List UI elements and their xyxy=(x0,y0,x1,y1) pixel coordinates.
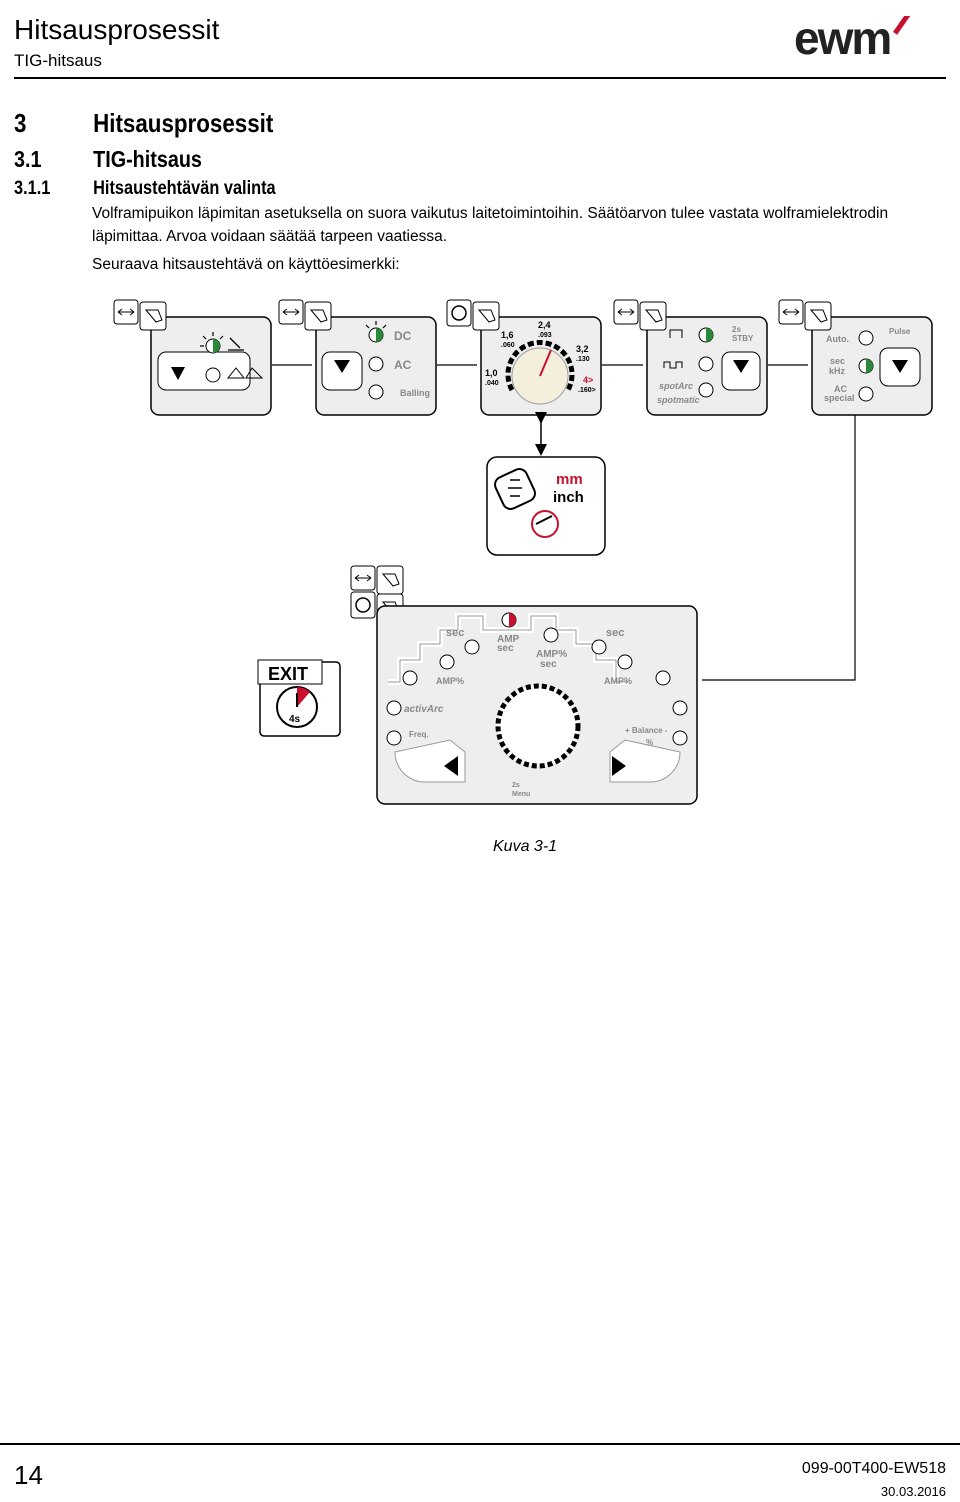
footer-rule xyxy=(0,1443,960,1445)
svg-text:2s: 2s xyxy=(512,782,520,789)
svg-text:.160>: .160> xyxy=(578,387,596,394)
document-id: 099-00T400-EW518 xyxy=(801,1460,946,1477)
body-paragraph-1: Volframipuikon läpimitan asetuksella on … xyxy=(92,205,889,245)
svg-text:Auto.: Auto. xyxy=(826,334,849,344)
exit-box: EXIT 4s xyxy=(257,659,341,737)
unit-panel: mm inch xyxy=(486,456,606,556)
exit-label: EXIT xyxy=(268,664,308,684)
svg-text:Pulse: Pulse xyxy=(889,327,911,336)
svg-text:special: special xyxy=(824,393,855,403)
header-title: Hitsausprosessit xyxy=(14,14,220,45)
ac-label: AC xyxy=(394,358,412,372)
svg-text:kHz: kHz xyxy=(829,366,846,376)
panel-5: Auto. Pulse sec kHz AC special xyxy=(811,316,933,416)
page-number: 14 xyxy=(14,1460,43,1490)
nav-icons-1 xyxy=(113,299,167,331)
logo-text: ewm xyxy=(794,16,890,60)
main-control-panel: sec sec AMP sec AMP% AMP% sec AMP% activ… xyxy=(376,605,698,805)
svg-text:%: % xyxy=(646,738,653,747)
svg-text:STBY: STBY xyxy=(732,334,754,343)
svg-text:spotmatic: spotmatic xyxy=(657,395,700,405)
svg-text:sec: sec xyxy=(446,627,464,639)
nav-icons-5 xyxy=(778,299,832,331)
svg-text:2s: 2s xyxy=(732,325,741,334)
unit-mm: mm xyxy=(556,471,583,488)
header-subtitle: TIG-hitsaus xyxy=(14,51,102,70)
svg-text:AMP: AMP xyxy=(497,634,520,645)
nav-icons-4 xyxy=(613,299,667,331)
nav-icons-3 xyxy=(446,299,500,331)
svg-text:AMP%: AMP% xyxy=(604,676,632,686)
svg-text:.093: .093 xyxy=(538,332,552,339)
panel-1 xyxy=(150,316,272,416)
connector xyxy=(702,415,856,681)
electrode-dial-panel: 1,6 .060 2,4 .093 3,2 .130 1,0 .040 4> .… xyxy=(480,316,602,416)
svg-text:.130: .130 xyxy=(576,356,590,363)
exit-time: 4s xyxy=(289,714,301,725)
header-rule xyxy=(14,77,946,79)
svg-text:AC: AC xyxy=(834,384,847,394)
document-date: 30.03.2016 xyxy=(880,1484,946,1499)
body-paragraph-2: Seuraava hitsaustehtävä on käyttöesimerk… xyxy=(92,256,400,273)
svg-text:sec: sec xyxy=(830,356,845,366)
svg-text:activArc: activArc xyxy=(404,704,444,715)
svg-text:3,2: 3,2 xyxy=(576,344,589,354)
svg-text:spotArc: spotArc xyxy=(659,381,693,391)
ewm-logo: ewm xyxy=(794,16,915,60)
svg-text:Freq.: Freq. xyxy=(409,730,429,739)
svg-text:1,6: 1,6 xyxy=(501,330,514,340)
figure-3-1: DC AC Balling 1,6 .060 2,4 .093 3,2 .130… xyxy=(113,299,933,805)
panel-4: 2s STBY spotArc spotmatic xyxy=(646,316,768,416)
svg-text:sec: sec xyxy=(606,627,624,639)
svg-text:4>: 4> xyxy=(583,375,593,385)
svg-text:2,4: 2,4 xyxy=(538,320,551,330)
svg-text:sec: sec xyxy=(540,659,557,670)
svg-text:+ Balance -: + Balance - xyxy=(625,726,668,735)
svg-text:1,0: 1,0 xyxy=(485,368,498,378)
unit-inch: inch xyxy=(553,489,584,506)
svg-text:sec: sec xyxy=(497,643,514,654)
balling-label: Balling xyxy=(400,388,430,398)
figure-caption: Kuva 3-1 xyxy=(493,838,558,855)
svg-text:.060: .060 xyxy=(501,342,515,349)
nav-icons-2 xyxy=(278,299,332,331)
svg-text:AMP%: AMP% xyxy=(436,676,464,686)
panel-2: DC AC Balling xyxy=(315,316,437,416)
svg-text:AMP%: AMP% xyxy=(536,649,567,660)
svg-text:Menu: Menu xyxy=(512,791,530,798)
svg-text:.040: .040 xyxy=(485,380,499,387)
dc-label: DC xyxy=(394,329,412,343)
